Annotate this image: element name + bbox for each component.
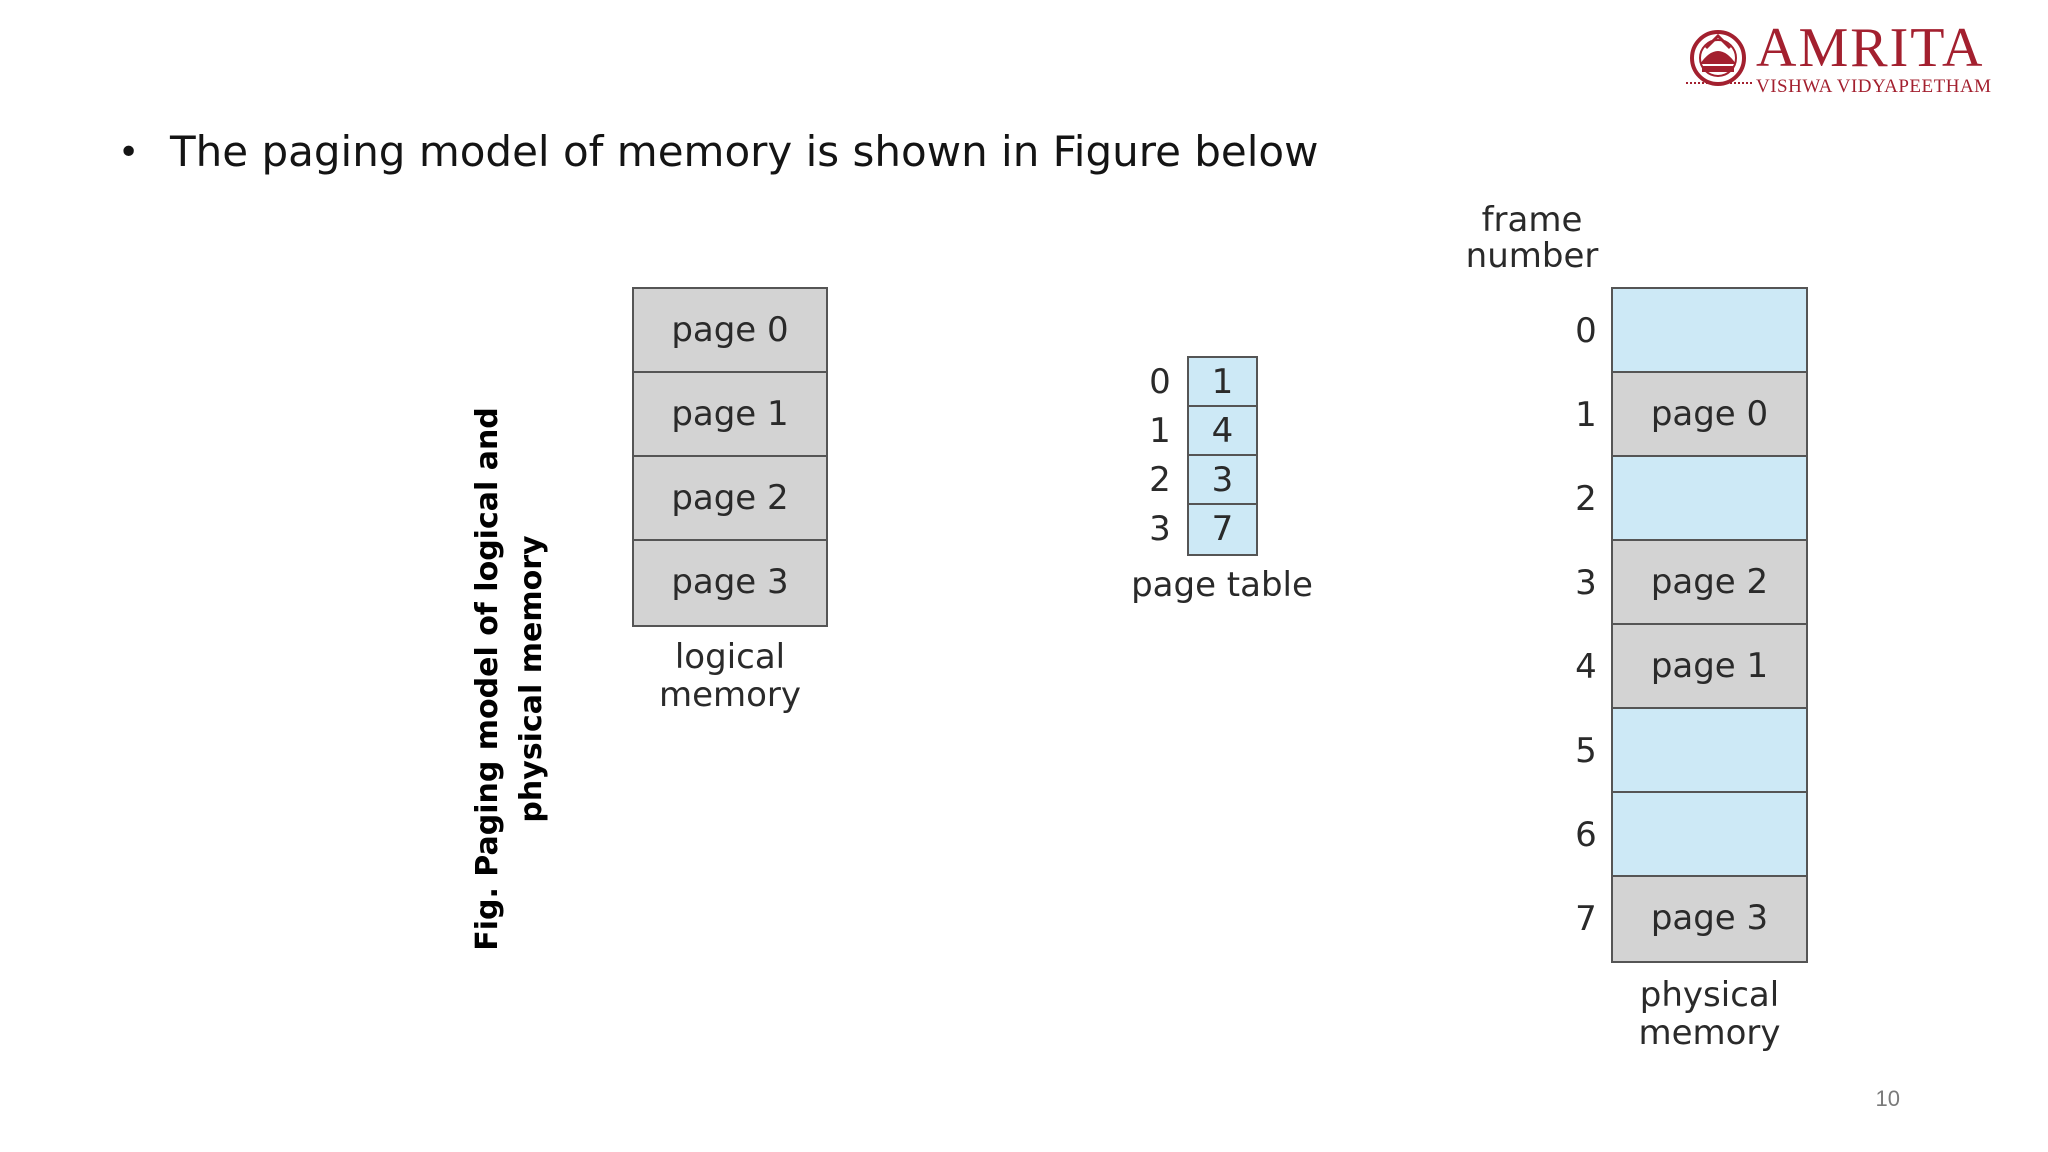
physical-frame-cell xyxy=(1613,793,1806,877)
logical-memory-block: page 0 page 1 page 2 page 3 xyxy=(632,287,828,627)
page-table-index: 3 xyxy=(1149,509,1171,549)
frame-number: 3 xyxy=(1575,563,1597,603)
amrita-logo: AMRITA VISHWA VIDYAPEETHAM xyxy=(1686,18,2036,100)
frame-number: 4 xyxy=(1575,647,1597,687)
physical-frame-cell xyxy=(1613,289,1806,373)
frame-number-header-text: frame number xyxy=(1465,200,1599,276)
frame-number: 0 xyxy=(1575,311,1597,351)
page-table-entry: 1 xyxy=(1189,358,1256,407)
frame-number: 2 xyxy=(1575,479,1597,519)
physical-frame-cell: page 3 xyxy=(1613,877,1806,961)
page-table-index: 2 xyxy=(1149,460,1171,500)
logical-page-cell: page 3 xyxy=(634,541,826,625)
page-table-index: 0 xyxy=(1149,362,1171,402)
slide-number: 10 xyxy=(1875,1086,1900,1111)
logo-subtitle: VISHWA VIDYAPEETHAM xyxy=(1756,76,1992,97)
frame-number: 7 xyxy=(1575,899,1597,939)
logical-page-cell: page 0 xyxy=(634,289,826,373)
physical-frame-cell: page 2 xyxy=(1613,541,1806,625)
physical-frame-cell: page 0 xyxy=(1613,373,1806,457)
bullet-point: • The paging model of memory is shown in … xyxy=(118,124,1318,181)
bullet-dot: • xyxy=(118,132,140,173)
physical-frame-cell xyxy=(1613,709,1806,793)
physical-memory-label-text: physical memory xyxy=(1638,975,1781,1053)
physical-frame-cell xyxy=(1613,457,1806,541)
page-table: 1 4 3 7 xyxy=(1187,356,1258,556)
logo-brand-text: AMRITA xyxy=(1756,17,1985,79)
bullet-text: The paging model of memory is shown in F… xyxy=(170,127,1319,176)
frame-number: 5 xyxy=(1575,731,1597,771)
frame-number: 1 xyxy=(1575,395,1597,435)
physical-frame-cell: page 1 xyxy=(1613,625,1806,709)
frame-number: 6 xyxy=(1575,815,1597,855)
page-table-entry: 4 xyxy=(1189,407,1256,456)
physical-memory-label: physical memory xyxy=(1611,976,1808,1052)
page-table-index: 1 xyxy=(1149,411,1171,451)
logical-page-cell: page 1 xyxy=(634,373,826,457)
logical-memory-label-text: logical memory xyxy=(658,637,802,715)
page-table-entry: 3 xyxy=(1189,456,1256,505)
amrita-emblem-icon xyxy=(1690,30,1746,86)
page-table-label: page table xyxy=(1131,565,1313,605)
page-table-entry: 7 xyxy=(1189,505,1256,554)
logical-memory-label: logical memory xyxy=(632,638,828,714)
logical-page-cell: page 2 xyxy=(634,457,826,541)
frame-number-header: frame number xyxy=(1444,202,1620,274)
physical-memory-block: page 0 page 2 page 1 page 3 xyxy=(1611,287,1808,963)
logo-motto-strip xyxy=(1686,82,1752,88)
